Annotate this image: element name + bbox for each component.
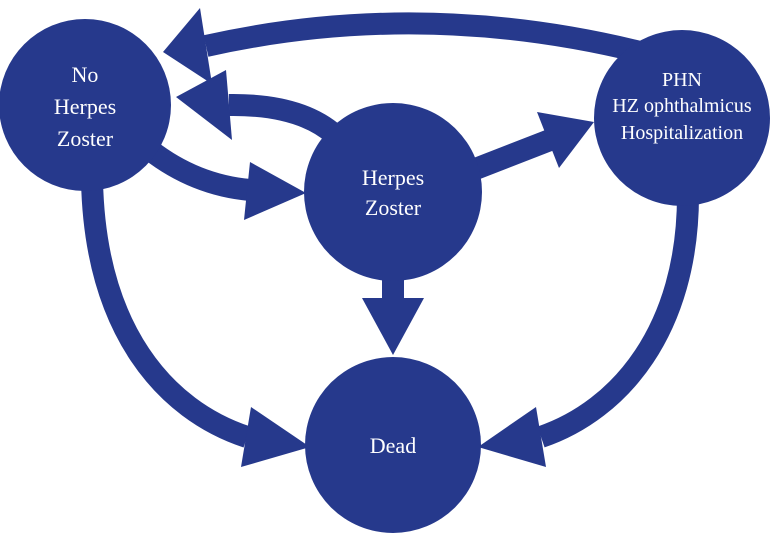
arrow-herpes-zoster-to-phn [456,112,594,186]
arrow-no-herpes-zoster-to-herpes-zoster [143,141,306,220]
arrowhead [244,162,306,220]
arrowhead [163,8,212,84]
node-label-line: Dead [370,433,416,458]
arrowhead [241,407,310,467]
arrow-shaft [537,194,699,448]
node-herpes-zoster: Herpes Zoster [304,103,482,281]
node-label-line: PHN [662,69,702,91]
arrowhead [478,407,546,467]
arrow-herpes-zoster-to-no-herpes-zoster [176,70,343,144]
arrowhead [537,112,594,168]
node-circle [304,103,482,281]
node-label-line: Hospitalization [621,122,743,144]
node-label-line: Herpes [54,94,116,119]
arrow-shaft [81,179,251,448]
node-label-line: No [72,62,99,87]
node-no-herpes-zoster: No Herpes Zoster [0,19,171,191]
arrow-shaft [203,12,643,63]
node-label-line: Zoster [365,195,422,220]
arrow-no-herpes-zoster-to-dead [81,179,310,467]
arrowhead [362,298,424,355]
node-circle [305,357,481,533]
node-phn-hz-ophthalmicus-hospitalization: PHN HZ ophthalmicus Hospitalization [594,30,770,206]
arrow-phn-to-no-herpes-zoster [163,8,643,84]
arrow-phn-to-dead [478,194,699,467]
arrow-shaft [143,141,252,201]
arrow-shaft [228,93,343,144]
node-label-line: HZ ophthalmicus [612,95,752,117]
node-circle [594,30,770,206]
node-dead: Dead [305,357,481,533]
node-label-line: Zoster [57,126,114,151]
node-circle [0,19,171,191]
arrowhead [176,70,232,140]
node-label-line: Herpes [362,165,424,190]
